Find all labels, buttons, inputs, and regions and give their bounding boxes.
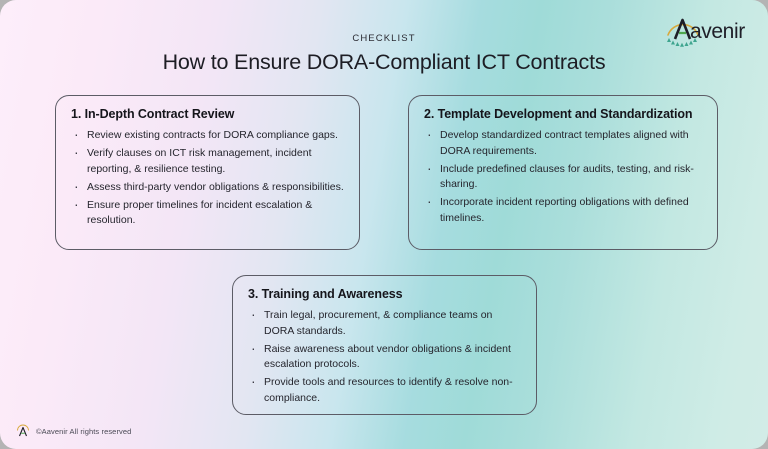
list-item: Develop standardized contract templates … xyxy=(424,127,702,159)
list-item: Incorporate incident reporting obligatio… xyxy=(424,194,702,226)
list-item: Assess third-party vendor obligations & … xyxy=(71,179,344,196)
list-item: Verify clauses on ICT risk management, i… xyxy=(71,145,344,177)
checklist-card-1: 1. In-Depth Contract Review Review exist… xyxy=(55,95,360,250)
header: CHECKLIST How to Ensure DORA-Compliant I… xyxy=(0,33,768,75)
svg-text:avenir: avenir xyxy=(690,20,745,43)
card-title: 3. Training and Awareness xyxy=(248,287,403,301)
eyebrow-label: CHECKLIST xyxy=(352,33,416,44)
footer: ©Aavenir All rights reserved xyxy=(16,424,131,438)
list-item: Raise awareness about vendor obligations… xyxy=(248,341,521,373)
list-item: Ensure proper timelines for incident esc… xyxy=(71,197,344,229)
aavenir-logo: avenir xyxy=(662,12,754,48)
card-bullet-list: Develop standardized contract templates … xyxy=(424,127,702,226)
list-item: Provide tools and resources to identify … xyxy=(248,374,521,406)
card-title: 2. Template Development and Standardizat… xyxy=(424,107,693,121)
card-bullet-list: Train legal, procurement, & compliance t… xyxy=(248,307,521,406)
list-item: Include predefined clauses for audits, t… xyxy=(424,161,702,193)
card-bullet-list: Review existing contracts for DORA compl… xyxy=(71,127,344,229)
checklist-card-3: 3. Training and Awareness Train legal, p… xyxy=(232,275,537,415)
copyright-text: ©Aavenir All rights reserved xyxy=(36,426,132,436)
checklist-card-2: 2. Template Development and Standardizat… xyxy=(408,95,718,250)
list-item: Train legal, procurement, & compliance t… xyxy=(248,307,521,339)
list-item: Review existing contracts for DORA compl… xyxy=(71,127,344,144)
page-title: How to Ensure DORA-Compliant ICT Contrac… xyxy=(162,50,606,74)
aavenir-mark-icon xyxy=(16,424,30,438)
card-title: 1. In-Depth Contract Review xyxy=(71,107,235,121)
